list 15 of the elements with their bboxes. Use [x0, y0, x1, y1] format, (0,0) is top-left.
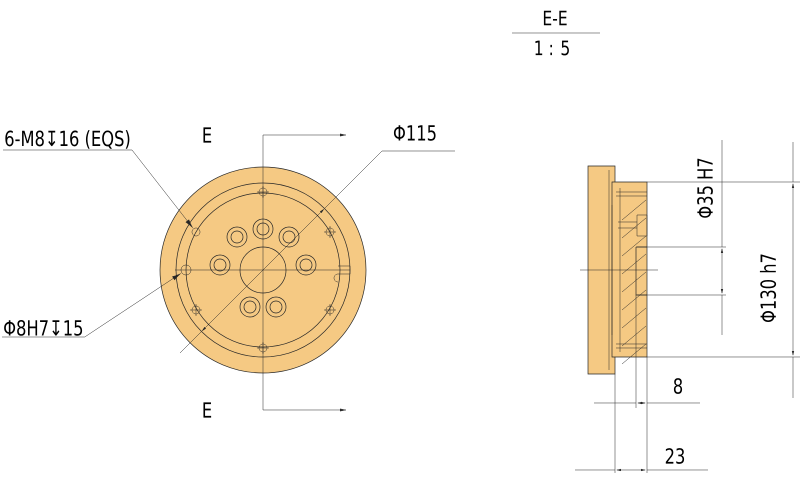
scale-label: 1 : 5: [535, 40, 569, 56]
leader-line: [2, 150, 193, 228]
dimension-label: 8: [674, 378, 682, 394]
dimension-label: Φ115: [394, 125, 436, 141]
pin-hole: [180, 264, 192, 276]
leader-line: [2, 274, 180, 338]
callout-text: 6-M8↧16 (EQS): [5, 130, 130, 149]
section-label: E: [203, 127, 212, 143]
dimension-label: 23: [666, 448, 684, 464]
dimension-label: Φ35 H7: [697, 158, 713, 218]
dimension-label: Φ130 h7: [760, 254, 776, 322]
callout-text: Φ8H7↧15: [4, 320, 82, 336]
section-label: E: [203, 402, 212, 418]
section-label: E-E: [544, 10, 567, 26]
tapped-hole: [192, 228, 200, 236]
